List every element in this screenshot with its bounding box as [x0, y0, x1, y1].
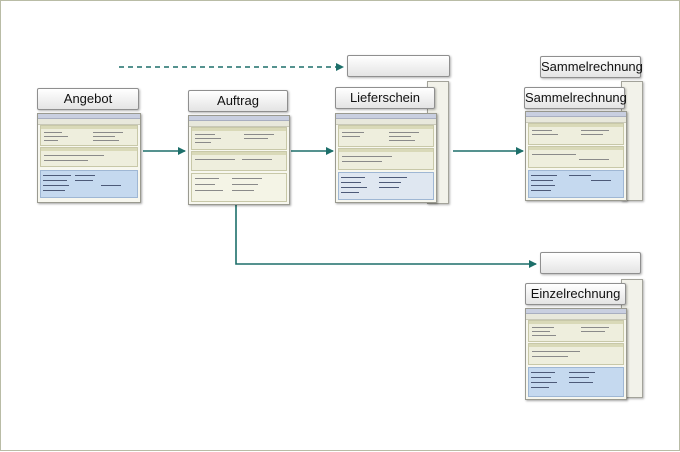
- lieferschein-label: Lieferschein: [335, 87, 435, 109]
- auftrag-document-thumbnail: [188, 115, 290, 205]
- angebot-label: Angebot: [37, 88, 139, 110]
- angebot-document-thumbnail: [37, 113, 141, 203]
- einzelrechnung-label: Einzelrechnung: [525, 283, 626, 305]
- einzelrechnung-document-thumbnail: [525, 308, 627, 400]
- arrow-auftrag-einzelrechnung: [235, 204, 537, 268]
- sammelrechnung-back-label: Sammelrechnung: [540, 56, 643, 78]
- empty-top-label: [347, 55, 450, 77]
- empty-mid-label: [540, 252, 641, 274]
- sammelrechnung-document-thumbnail: [525, 111, 627, 201]
- auftrag-label: Auftrag: [188, 90, 288, 112]
- sammelrechnung-label: Sammelrechnung: [524, 87, 627, 109]
- lieferschein-document-thumbnail: [335, 113, 437, 203]
